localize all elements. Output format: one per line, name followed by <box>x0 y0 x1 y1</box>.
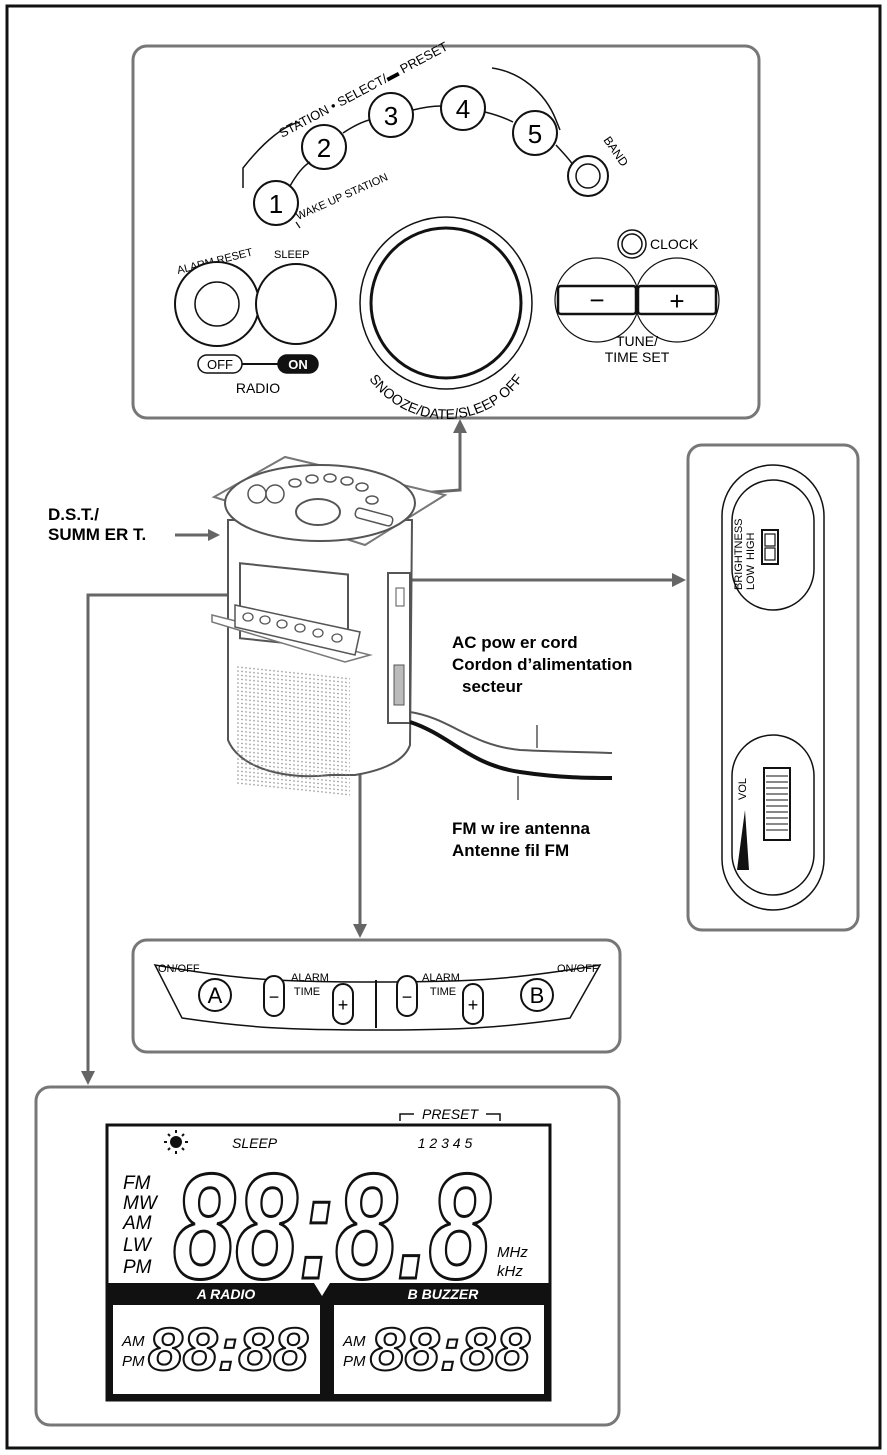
alarm-b-button[interactable] <box>520 978 554 1012</box>
alarm-b-plus-label: + <box>468 995 479 1015</box>
alarm-a-label: A <box>208 983 223 1008</box>
alarm-a-button[interactable] <box>198 978 232 1012</box>
alarm-b-digits: 88:88 <box>370 1316 531 1383</box>
preset-3-label: 3 <box>384 101 398 131</box>
volume-wedge-icon <box>737 810 749 870</box>
alarm-control-panel: ON/OFF A − ALARM TIME + − ALARM TIME + B… <box>131 938 622 1054</box>
brightness-high-label: HIGH <box>745 532 757 560</box>
dst-label-2: SUMM ER T. <box>48 525 146 544</box>
alarm-a-pm: PM <box>122 1353 145 1370</box>
khz-indicator: kHz <box>497 1263 523 1280</box>
radio-off-label: OFF <box>207 357 233 372</box>
ac-cord-label-3: secteur <box>462 677 523 696</box>
preset-2-button[interactable] <box>301 124 347 170</box>
alarm-b-time-display <box>334 1305 544 1394</box>
ac-cord-label-2: Cordon d’alimentation <box>452 655 632 674</box>
lcd-display-panel: PRESET 1 2 3 4 5 SLEEP FM MW AM LW PM 88… <box>34 1085 621 1427</box>
sleep-label: SLEEP <box>274 249 309 261</box>
display-connector <box>86 593 275 1077</box>
a-radio-label: A RADIO <box>196 1286 256 1302</box>
outer-frame <box>5 4 882 1450</box>
alarm-a-am: AM <box>121 1333 145 1350</box>
radio-on-label: ON <box>288 357 308 372</box>
clock-button[interactable] <box>621 233 643 255</box>
alarm-b-time-label: TIME <box>430 986 456 998</box>
snooze-button[interactable] <box>369 226 523 380</box>
preset-5-label: 5 <box>528 119 542 149</box>
radio-label: RADIO <box>236 380 280 396</box>
band-button[interactable] <box>575 163 601 189</box>
a-on-off-label: ON/OFF <box>158 963 200 975</box>
ac-cord-label-1: AC pow er cord <box>452 633 578 652</box>
tune-plus-button[interactable] <box>636 284 718 316</box>
alarm-b-label: B <box>530 983 545 1008</box>
brightness-label: BRIGHTNESS <box>733 518 745 590</box>
alarm-a-time-display <box>113 1305 320 1394</box>
sleep-indicator: SLEEP <box>232 1135 278 1151</box>
preset-2-label: 2 <box>317 133 331 163</box>
alarm-reset-button[interactable] <box>194 281 240 327</box>
alarm-b-minus-button[interactable] <box>396 975 418 1017</box>
b-buzzer-label: B BUZZER <box>408 1286 480 1302</box>
b-on-off-label: ON/OFF <box>557 963 599 975</box>
band-lw: LW <box>123 1235 153 1256</box>
mhz-indicator: MHz <box>497 1244 528 1261</box>
preset-indicator-label: PRESET <box>422 1106 479 1122</box>
band-am: AM <box>122 1213 152 1234</box>
alarm-b-minus-label: − <box>402 987 413 1007</box>
preset-1-button[interactable] <box>253 180 299 226</box>
alarm-b-plus-button[interactable] <box>462 983 484 1025</box>
sleep-button[interactable] <box>255 263 337 345</box>
preset-4-label: 4 <box>456 94 470 124</box>
alarm-a-plus-label: + <box>338 995 349 1015</box>
brightness-low-label: LOW <box>745 564 757 590</box>
preset-3-button[interactable] <box>368 92 414 138</box>
preset-4-button[interactable] <box>440 85 486 131</box>
side-control-panel: BRIGHTNESS LOW HIGH VOL <box>686 443 860 932</box>
fm-antenna-label-1: FM w ire antenna <box>452 819 590 838</box>
alarm-b-am: AM <box>342 1333 366 1350</box>
alarm-b-alarm-label: ALARM <box>422 972 460 984</box>
alarm-a-minus-button[interactable] <box>263 975 285 1017</box>
radio-device-illustration <box>211 455 613 800</box>
band-fm: FM <box>123 1173 151 1194</box>
alarm-a-digits: 88:88 <box>148 1316 309 1383</box>
tune-plus-label: + <box>669 286 684 316</box>
preset-1-label: 1 <box>269 189 283 219</box>
alarm-a-alarm-label: ALARM <box>291 972 329 984</box>
radio-on-pill[interactable] <box>277 354 319 374</box>
preset-numbers: 1 2 3 4 5 <box>418 1135 473 1151</box>
alarm-b-pm: PM <box>343 1353 366 1370</box>
preset-bracket-right <box>491 67 561 131</box>
volume-wheel[interactable] <box>763 767 791 841</box>
alarm-a-minus-label: − <box>269 987 280 1007</box>
tune-label-2: TIME SET <box>605 349 670 365</box>
alarm-a-plus-button[interactable] <box>332 983 354 1025</box>
tune-minus-label: − <box>589 285 604 315</box>
tune-minus-button[interactable] <box>556 284 638 316</box>
alarm-sun-icon <box>164 1130 188 1154</box>
preset-5-button[interactable] <box>512 110 558 156</box>
tune-label-1: TUNE/ <box>616 333 658 349</box>
top-control-panel: STATION • SELECT/▬ PRESET 1 2 3 4 5 WAKE… <box>131 39 761 422</box>
band-pm: PM <box>123 1257 152 1278</box>
band-mw: MW <box>123 1193 159 1214</box>
volume-label: VOL <box>737 778 749 800</box>
clock-label: CLOCK <box>650 236 699 252</box>
dst-label-1: D.S.T./ <box>48 505 99 524</box>
alarm-a-time-label: TIME <box>294 986 320 998</box>
fm-antenna-label-2: Antenne fil FM <box>452 841 569 860</box>
preset-bracket <box>242 121 301 188</box>
